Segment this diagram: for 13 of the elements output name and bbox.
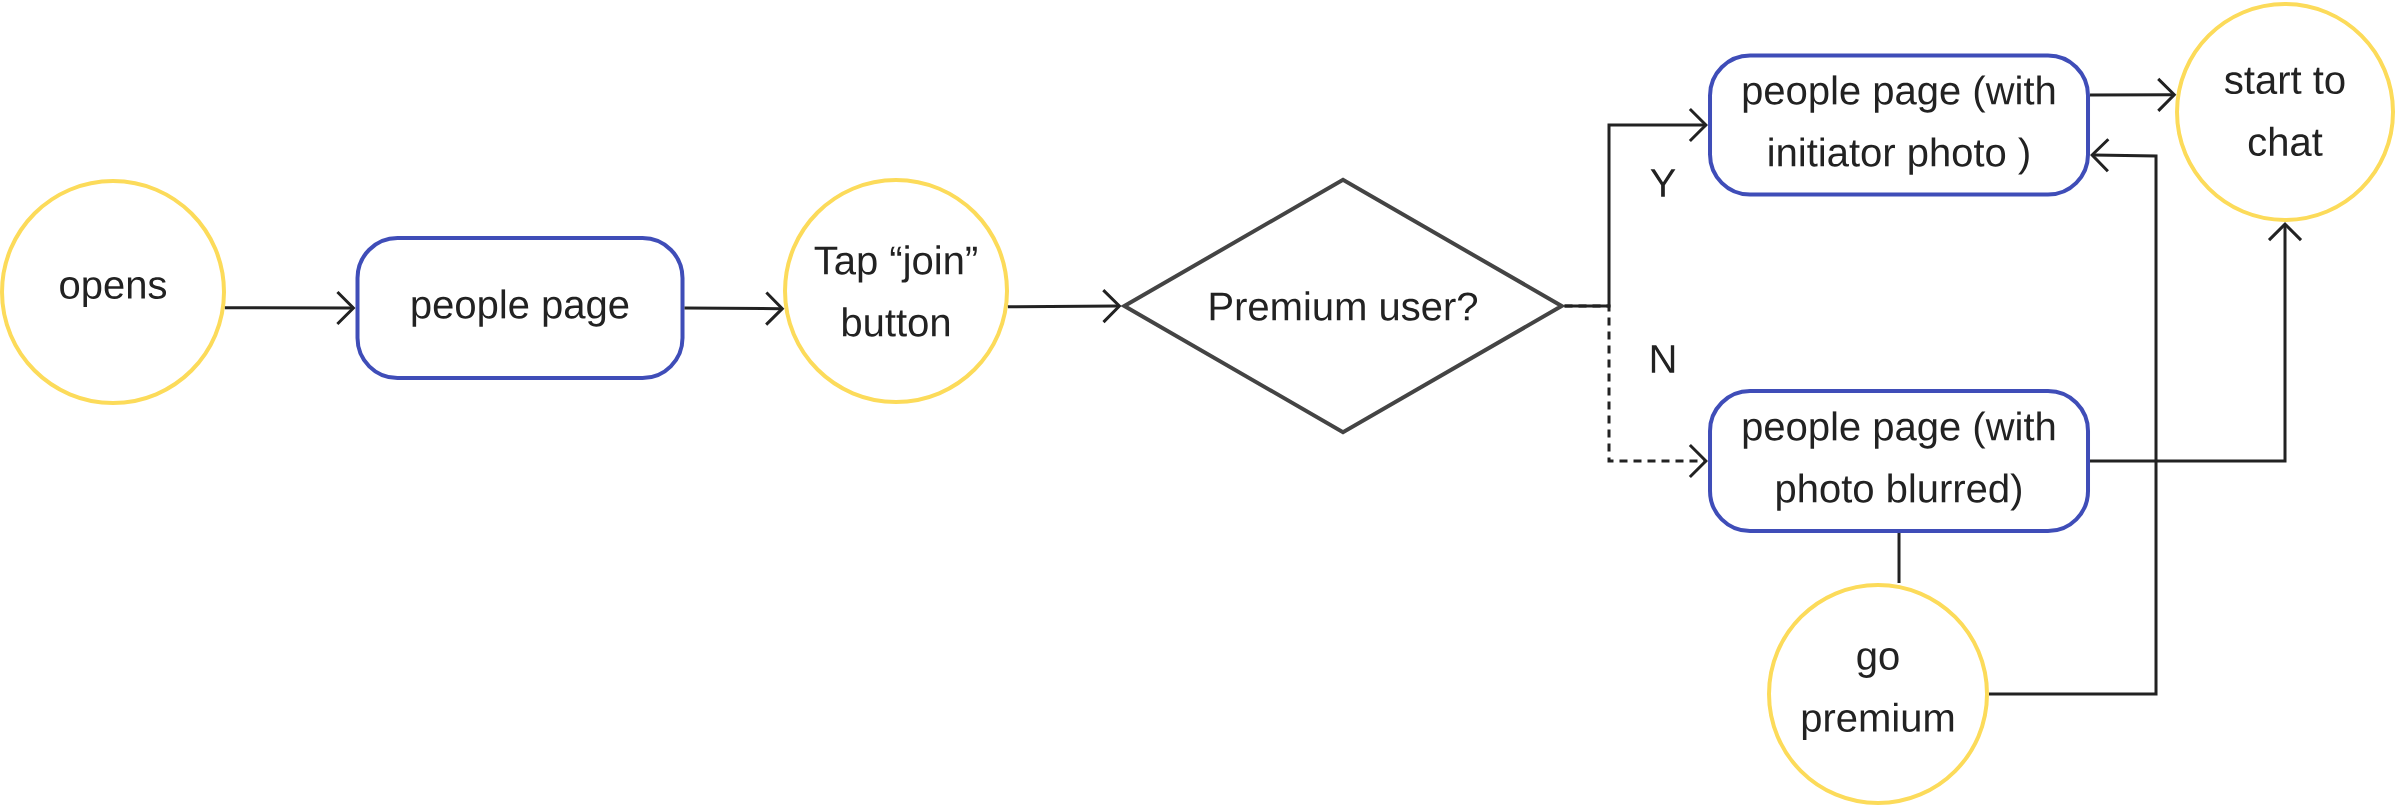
arrow [2090,222,2303,463]
arrow [224,290,356,326]
screen-box: people page [355,236,685,380]
arrow [684,291,785,326]
screen-box: people page (with initiator photo ) [1708,53,2090,197]
edge-label: N [1641,338,1685,380]
arrow [1007,289,1122,324]
arrow [1989,138,2158,696]
arrow [1564,304,1708,479]
arrow [2090,77,2177,112]
connector-line [1897,533,1901,583]
screen-box: people page (with photo blurred) [1708,389,2090,533]
edge-label: Y [1643,162,1683,204]
